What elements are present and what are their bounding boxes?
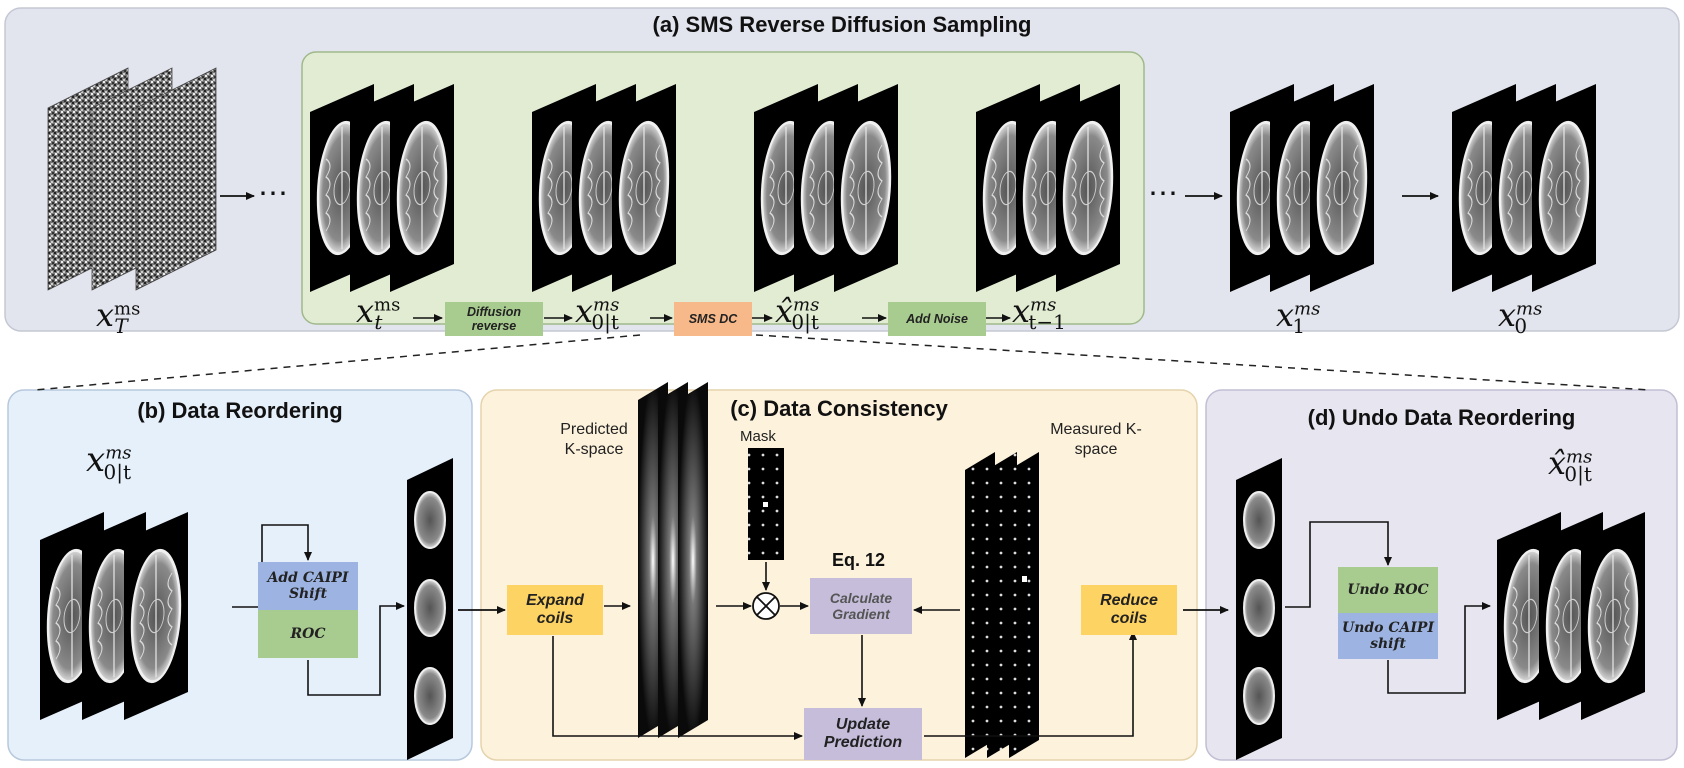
panel-d-title: (d) Undo Data Reordering (1307, 405, 1576, 430)
add-noise-box: Add Noise (888, 302, 986, 336)
mask-label: Mask (740, 428, 776, 445)
brain-stack-xt (308, 82, 456, 294)
add-caipi-shift-box: Add CAIPI Shift (258, 562, 358, 610)
noise-stack-xT (47, 67, 217, 291)
panel-c-title: (c) Data Consistency (730, 396, 948, 421)
predicted-kspace-label: Predicted K-space (560, 421, 628, 458)
label-d-output: x̂ms0|t (1548, 444, 1593, 487)
measured-kspace-label: Measured K-space (1050, 421, 1142, 458)
measured-kspace-stack (965, 452, 1039, 758)
label-b-input: xms0|t (86, 440, 132, 484)
expand-coils-box: Expand coils (507, 585, 603, 635)
arrow-b-into-caipi (232, 524, 312, 608)
ellipsis-right: ⋯ (1148, 177, 1178, 210)
reordered-stack-b-output (407, 458, 453, 760)
panel-b-title: (b) Data Reordering (137, 398, 343, 423)
multiply-node (752, 592, 780, 620)
ellipsis-left: ⋯ (258, 177, 288, 210)
brain-stack-xt1 (974, 82, 1122, 294)
label-xT: xmsT (96, 296, 141, 339)
diffusion-reverse-box: Diffusion reverse (445, 302, 543, 336)
label-x0: xms0 (1498, 296, 1543, 339)
eq-12-label: Eq. 12 (832, 550, 886, 570)
label-x0t: xms0|t (575, 292, 620, 335)
panel-a-title: (a) SMS Reverse Diffusion Sampling (652, 12, 1032, 37)
predicted-kspace-stack (638, 382, 708, 738)
label-xt1: xmst−1 (1012, 292, 1066, 335)
sms-dc-box: SMS DC (674, 302, 752, 336)
label-x1: xms1 (1276, 296, 1321, 339)
arrow-b-roc-to-stack (307, 602, 405, 696)
brain-stack-b-input (38, 510, 190, 722)
label-x0t-hat: x̂ms0|t (775, 292, 820, 335)
undo-roc-box: Undo ROC (1338, 567, 1438, 613)
label-xt: xmst (356, 292, 401, 335)
reordered-stack-d-input (1236, 458, 1282, 760)
brain-stack-x0t-hat (752, 82, 900, 294)
brain-stack-d-output (1495, 510, 1647, 722)
brain-stack-x1 (1228, 82, 1376, 294)
undo-caipi-shift-box: Undo CAIPI shift (1338, 613, 1438, 659)
calculate-gradient-box: Calculate Gradient (810, 578, 912, 634)
roc-box: ROC (258, 610, 358, 658)
update-prediction-box: Update Prediction (804, 708, 922, 760)
brain-stack-x0 (1450, 82, 1598, 294)
reduce-coils-box: Reduce coils (1081, 585, 1177, 635)
zoom-line-left (34, 334, 641, 391)
arrow-expand-to-update (552, 636, 803, 740)
brain-stack-x0t (530, 82, 678, 294)
arrow-update-to-reduce (924, 631, 1137, 737)
arrow-d-undocaipi-to-stack (1387, 602, 1491, 694)
zoom-line-right (755, 334, 1651, 391)
arrow-d-into-undoroc (1285, 521, 1392, 608)
